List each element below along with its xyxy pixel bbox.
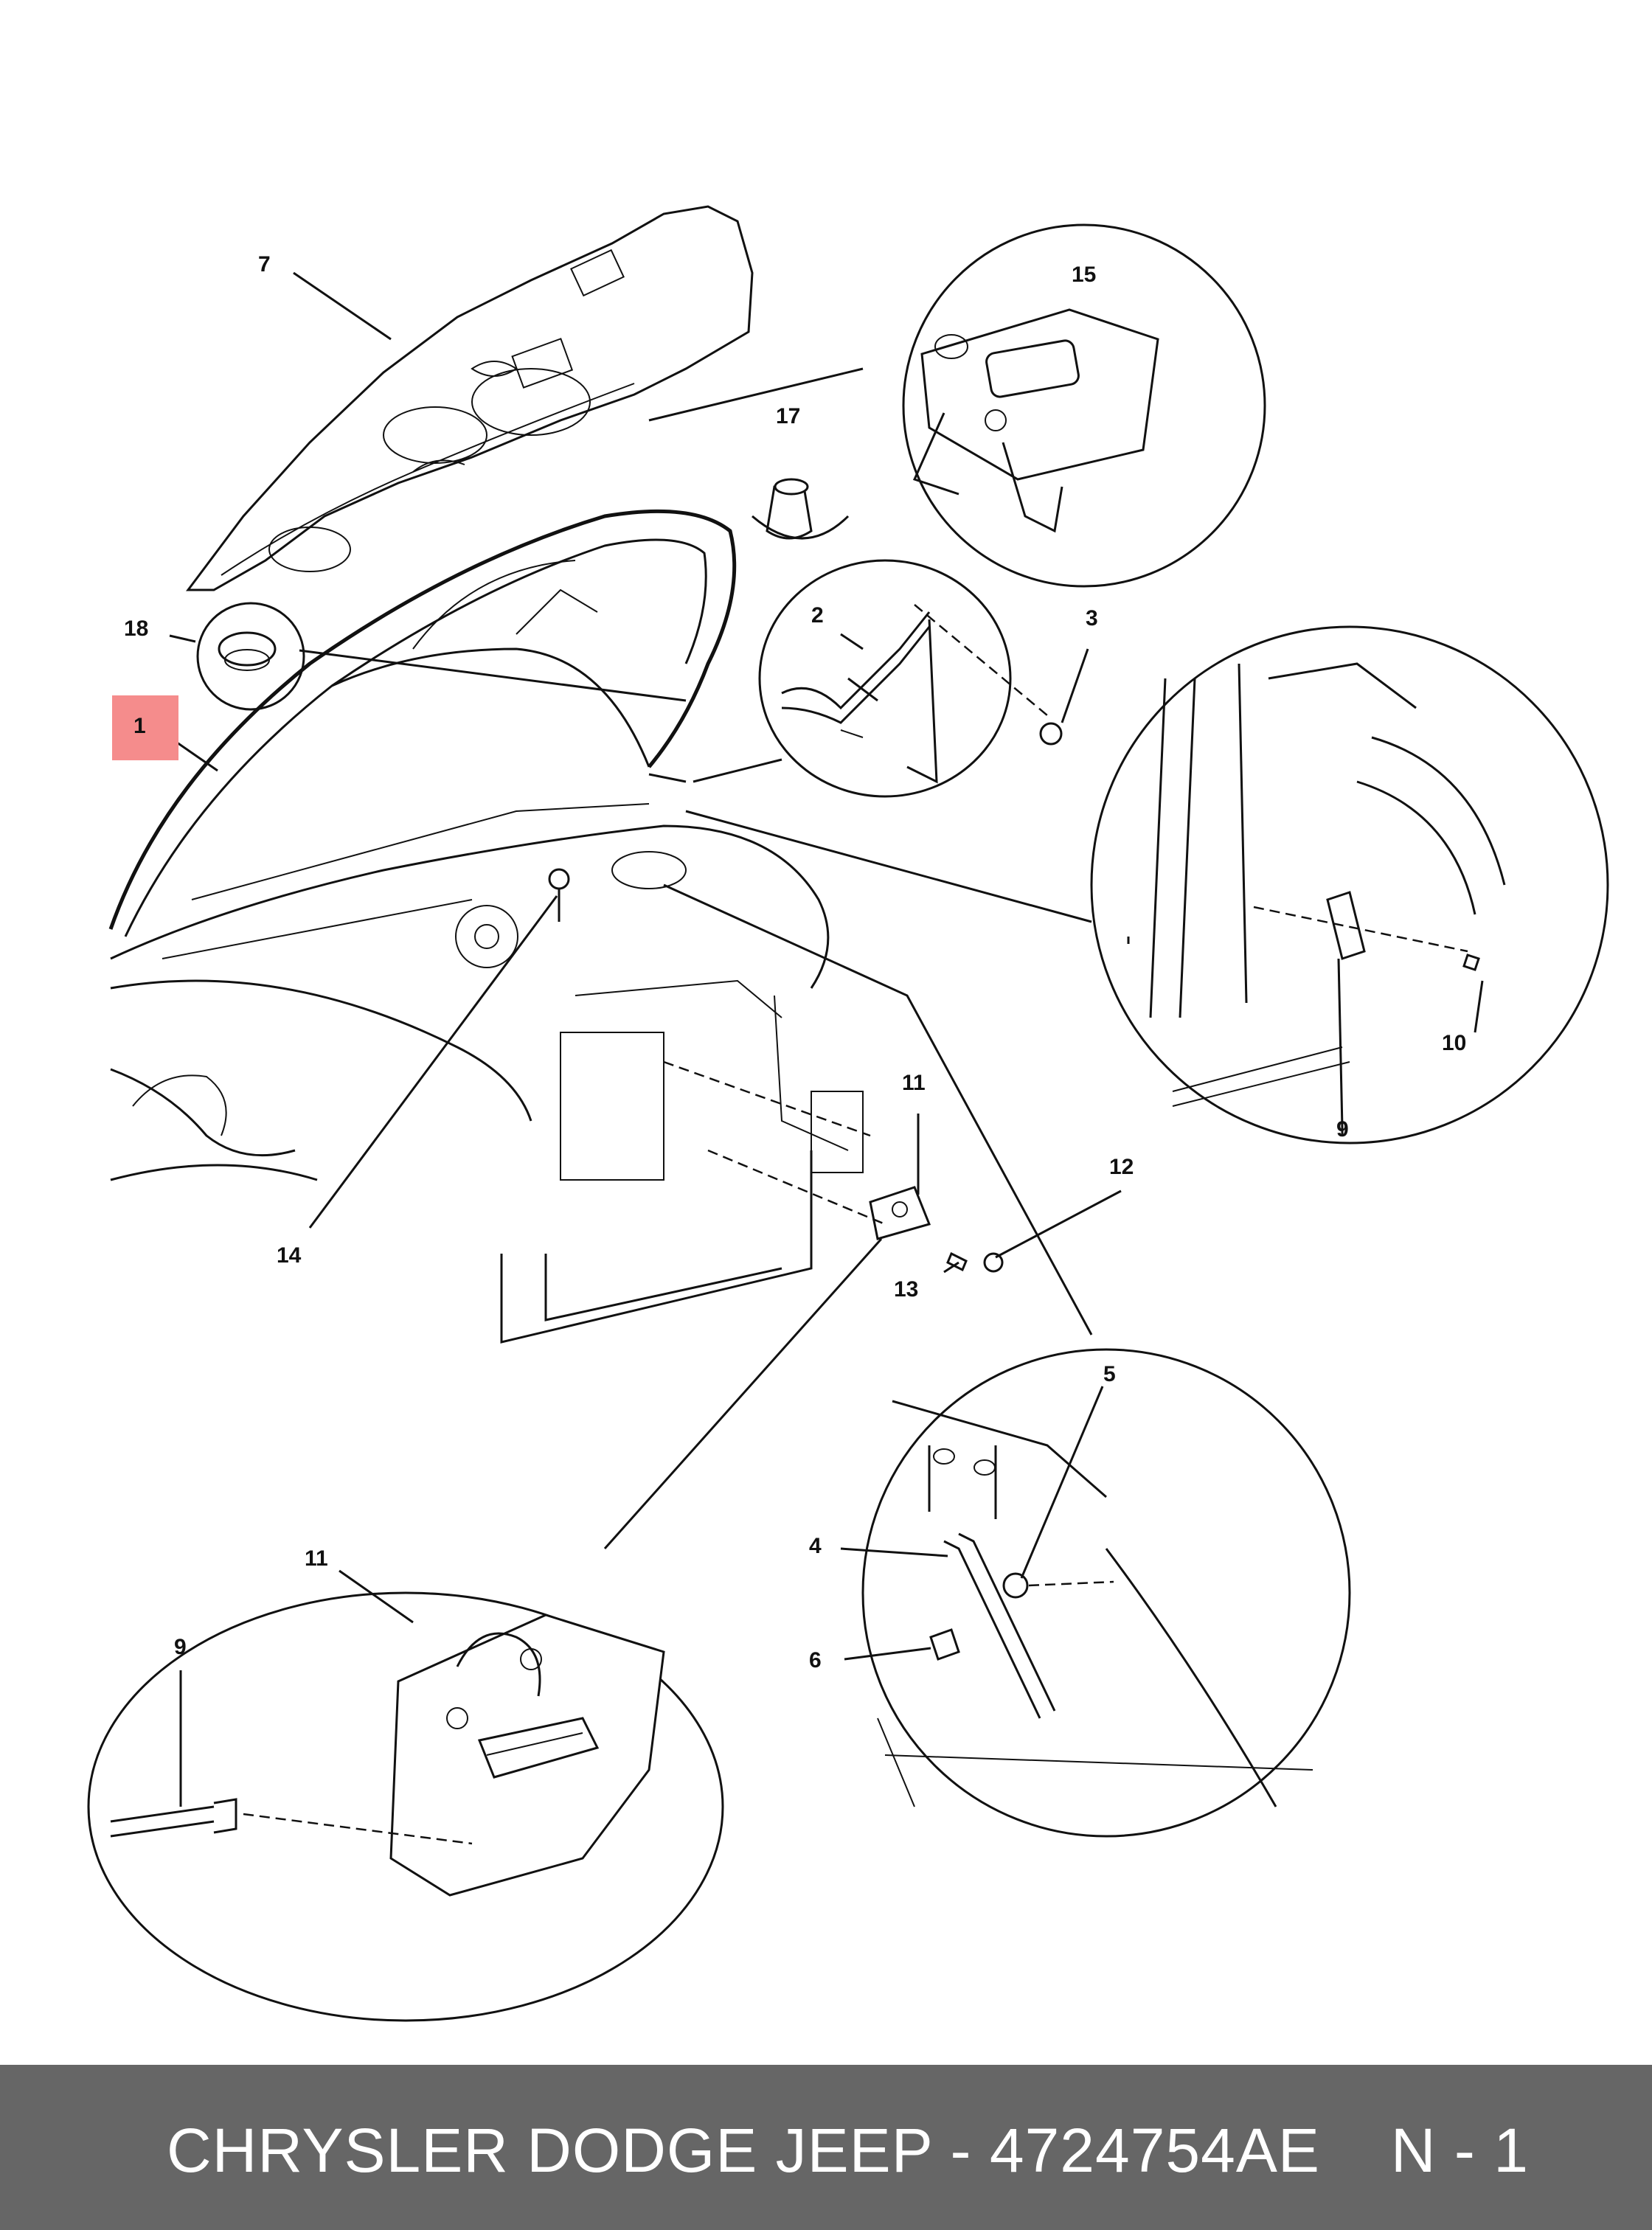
detail-circle-latch [87, 1591, 724, 2022]
callout-13: 13 [894, 1277, 918, 1302]
callout-12: 12 [1109, 1155, 1134, 1179]
detail-circle-release-handle [902, 223, 1266, 588]
callout-1: 1 [133, 714, 146, 738]
page-ref-label: N - 1 [1390, 2116, 1529, 2185]
callout-7: 7 [258, 252, 271, 277]
latch-assembly-small [869, 1186, 931, 1240]
detail-circle-prop-bracket [1090, 625, 1609, 1144]
callout-6: 6 [809, 1648, 822, 1672]
part-number-label: CHRYSLER DODGE JEEP - 4724754AE [167, 2116, 1320, 2185]
callout-3: 3 [1086, 606, 1098, 631]
callout-4: 4 [809, 1534, 822, 1558]
callout-15: 15 [1072, 263, 1096, 287]
bolt-13 [946, 1251, 968, 1272]
detail-circle-hinge [758, 559, 1063, 798]
hood-panel [108, 509, 737, 937]
callout-5: 5 [1103, 1362, 1116, 1386]
nut-12 [983, 1252, 1004, 1273]
callout-1-highlight [112, 695, 178, 760]
footer-text: CHRYSLER DODGE JEEP - 4724754AE N - 1 [167, 2115, 1529, 2186]
hood-insulator [186, 205, 754, 591]
footer-bar [0, 2065, 1652, 2230]
vehicle-front-body [110, 803, 886, 1344]
callout-11-upper: 11 [902, 1071, 926, 1095]
grommet-18-detail [196, 602, 305, 711]
callout-9-upper: 9 [1336, 1117, 1349, 1142]
callout-10: 10 [1442, 1031, 1466, 1055]
callout-18: 18 [124, 616, 148, 641]
callout-9-lower: 9 [174, 1635, 187, 1659]
detail-circle-prop-rod [861, 1348, 1351, 1838]
callout-11-lower: 11 [305, 1546, 328, 1571]
callout-17: 17 [776, 404, 800, 428]
parts-diagram: 1 2 3 4 5 6 7 9 9 10 11 11 12 13 14 15 1… [87, 205, 1609, 2022]
bumper-17 [752, 478, 850, 540]
leader-lines [169, 271, 1484, 1807]
callout-2: 2 [811, 603, 824, 628]
callout-14: 14 [277, 1243, 302, 1268]
bolt-14 [548, 868, 570, 922]
